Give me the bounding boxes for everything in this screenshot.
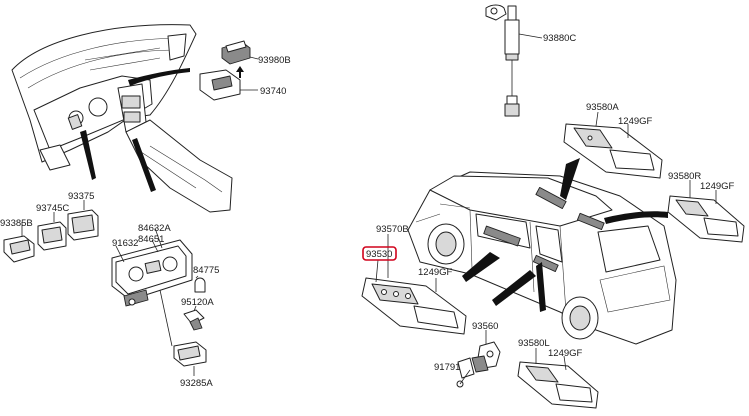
leader-95120a <box>193 305 197 312</box>
label-93580a: 93580A <box>586 102 619 113</box>
highlight-box-93530 <box>362 246 397 261</box>
switch-93980b <box>221 40 259 65</box>
switch-panel-93580a <box>563 123 663 179</box>
label-1249gf-d: 1249GF <box>548 348 583 359</box>
switch-93745c <box>37 221 67 251</box>
switch-93285a <box>173 341 207 367</box>
label-84632a: 84632A <box>138 223 171 234</box>
label-93740: 93740 <box>260 86 286 97</box>
leader-1249gf-d <box>563 355 567 371</box>
switch-panel-93580l <box>517 361 599 409</box>
switch-93560 <box>471 341 501 373</box>
label-93530: 93530 <box>366 249 392 260</box>
leader-84651 <box>151 239 159 253</box>
leader-93580a <box>595 111 599 127</box>
label-93580l: 93580L <box>518 338 550 349</box>
switch-93880c <box>485 4 520 117</box>
label-93375: 93375 <box>68 191 94 202</box>
sensor-95120a <box>183 309 205 331</box>
switch-panel-93580r <box>667 195 745 243</box>
switch-panel-93570b <box>361 277 467 335</box>
heater-control-panel <box>111 239 193 307</box>
leader-84632a <box>154 227 163 249</box>
car-illustration <box>407 158 677 345</box>
arrow-93980b <box>236 66 244 78</box>
dashboard-illustration <box>11 24 233 213</box>
label-1249gf-a: 1249GF <box>618 116 653 127</box>
connector-91791 <box>456 357 475 388</box>
label-84775: 84775 <box>193 265 219 276</box>
leader-84775 <box>195 275 199 279</box>
label-93980b: 93980B <box>258 55 291 66</box>
switch-93740 <box>199 69 258 101</box>
connector-84775 <box>194 277 206 293</box>
label-91632: 91632 <box>112 238 138 249</box>
switch-93385b <box>3 235 35 263</box>
label-1249gf-b: 1249GF <box>700 181 735 192</box>
label-93745c: 93745C <box>36 203 69 214</box>
switch-93375 <box>67 209 99 241</box>
leader-93880c <box>518 33 543 39</box>
label-93285a: 93285A <box>180 378 213 389</box>
leader-93285a-line <box>159 289 173 347</box>
leader-91632 <box>115 245 125 263</box>
leader-93530 <box>375 259 379 283</box>
label-95120a: 95120A <box>181 297 214 308</box>
label-91791: 91791 <box>434 362 460 373</box>
label-1249gf-c: 1249GF <box>418 267 453 278</box>
label-84651: 84651 <box>138 234 164 245</box>
label-93570b: 93570B <box>376 224 409 235</box>
label-93385b: 93385B <box>0 218 33 229</box>
label-93580r: 93580R <box>668 171 701 182</box>
label-93560: 93560 <box>472 321 498 332</box>
label-93880c: 93880C <box>543 33 576 44</box>
